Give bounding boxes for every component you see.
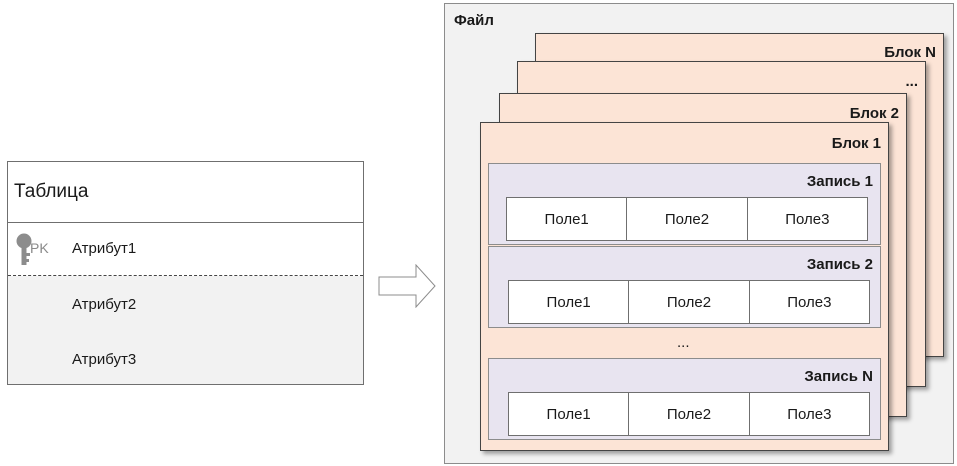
field-3: Поле3: [787, 293, 832, 311]
field-2: Поле2: [629, 393, 750, 435]
file-title: Файл: [454, 12, 494, 29]
block-n-label: Блок N: [884, 44, 936, 61]
record-n: Запись N Поле1 Поле2 Поле3: [488, 358, 881, 440]
block-ellipsis-label: ...: [905, 73, 918, 90]
record-2-fields: Поле1 Поле2 Поле3: [508, 280, 870, 324]
record-n-label: Запись N: [804, 368, 873, 385]
block-1: Блок 1 Запись 1 Поле1 Поле2 Поле3 Запись…: [480, 122, 889, 451]
attribute-1: Атрибут1: [72, 240, 137, 257]
field-1: Поле1: [509, 281, 630, 323]
attribute-3: Атрибут3: [72, 351, 137, 368]
field-1: Поле1: [507, 198, 628, 240]
record-n-fields: Поле1 Поле2 Поле3: [508, 392, 870, 436]
table-entity: Таблица PK Атрибут1 Атрибут2 Атрибут3: [7, 161, 364, 385]
record-2-label: Запись 2: [806, 256, 873, 273]
attribute-2: Атрибут2: [72, 296, 137, 313]
field-3: Поле3: [785, 210, 830, 228]
record-1-label: Запись 1: [806, 173, 873, 190]
record-2: Запись 2 Поле1 Поле2 Поле3: [488, 246, 881, 328]
right-arrow-icon: [378, 264, 436, 308]
pk-label: PK: [30, 240, 49, 256]
key-icon: [16, 233, 32, 265]
table-title: Таблица: [14, 181, 89, 202]
file-container: Файл Блок N ... Блок 2 Блок 1 Запись 1 П…: [444, 3, 954, 464]
field-2: Поле2: [627, 198, 748, 240]
record-1: Запись 1 Поле1 Поле2 Поле3: [488, 163, 881, 245]
block-2-label: Блок 2: [849, 105, 899, 122]
table-header: Таблица: [8, 162, 363, 223]
primary-key-row: PK Атрибут1: [8, 223, 363, 276]
field-1: Поле1: [509, 393, 630, 435]
field-2: Поле2: [629, 281, 750, 323]
record-ellipsis: ...: [677, 334, 690, 351]
block-1-label: Блок 1: [831, 135, 881, 152]
field-3: Поле3: [787, 405, 832, 423]
record-1-fields: Поле1 Поле2 Поле3: [506, 197, 868, 241]
